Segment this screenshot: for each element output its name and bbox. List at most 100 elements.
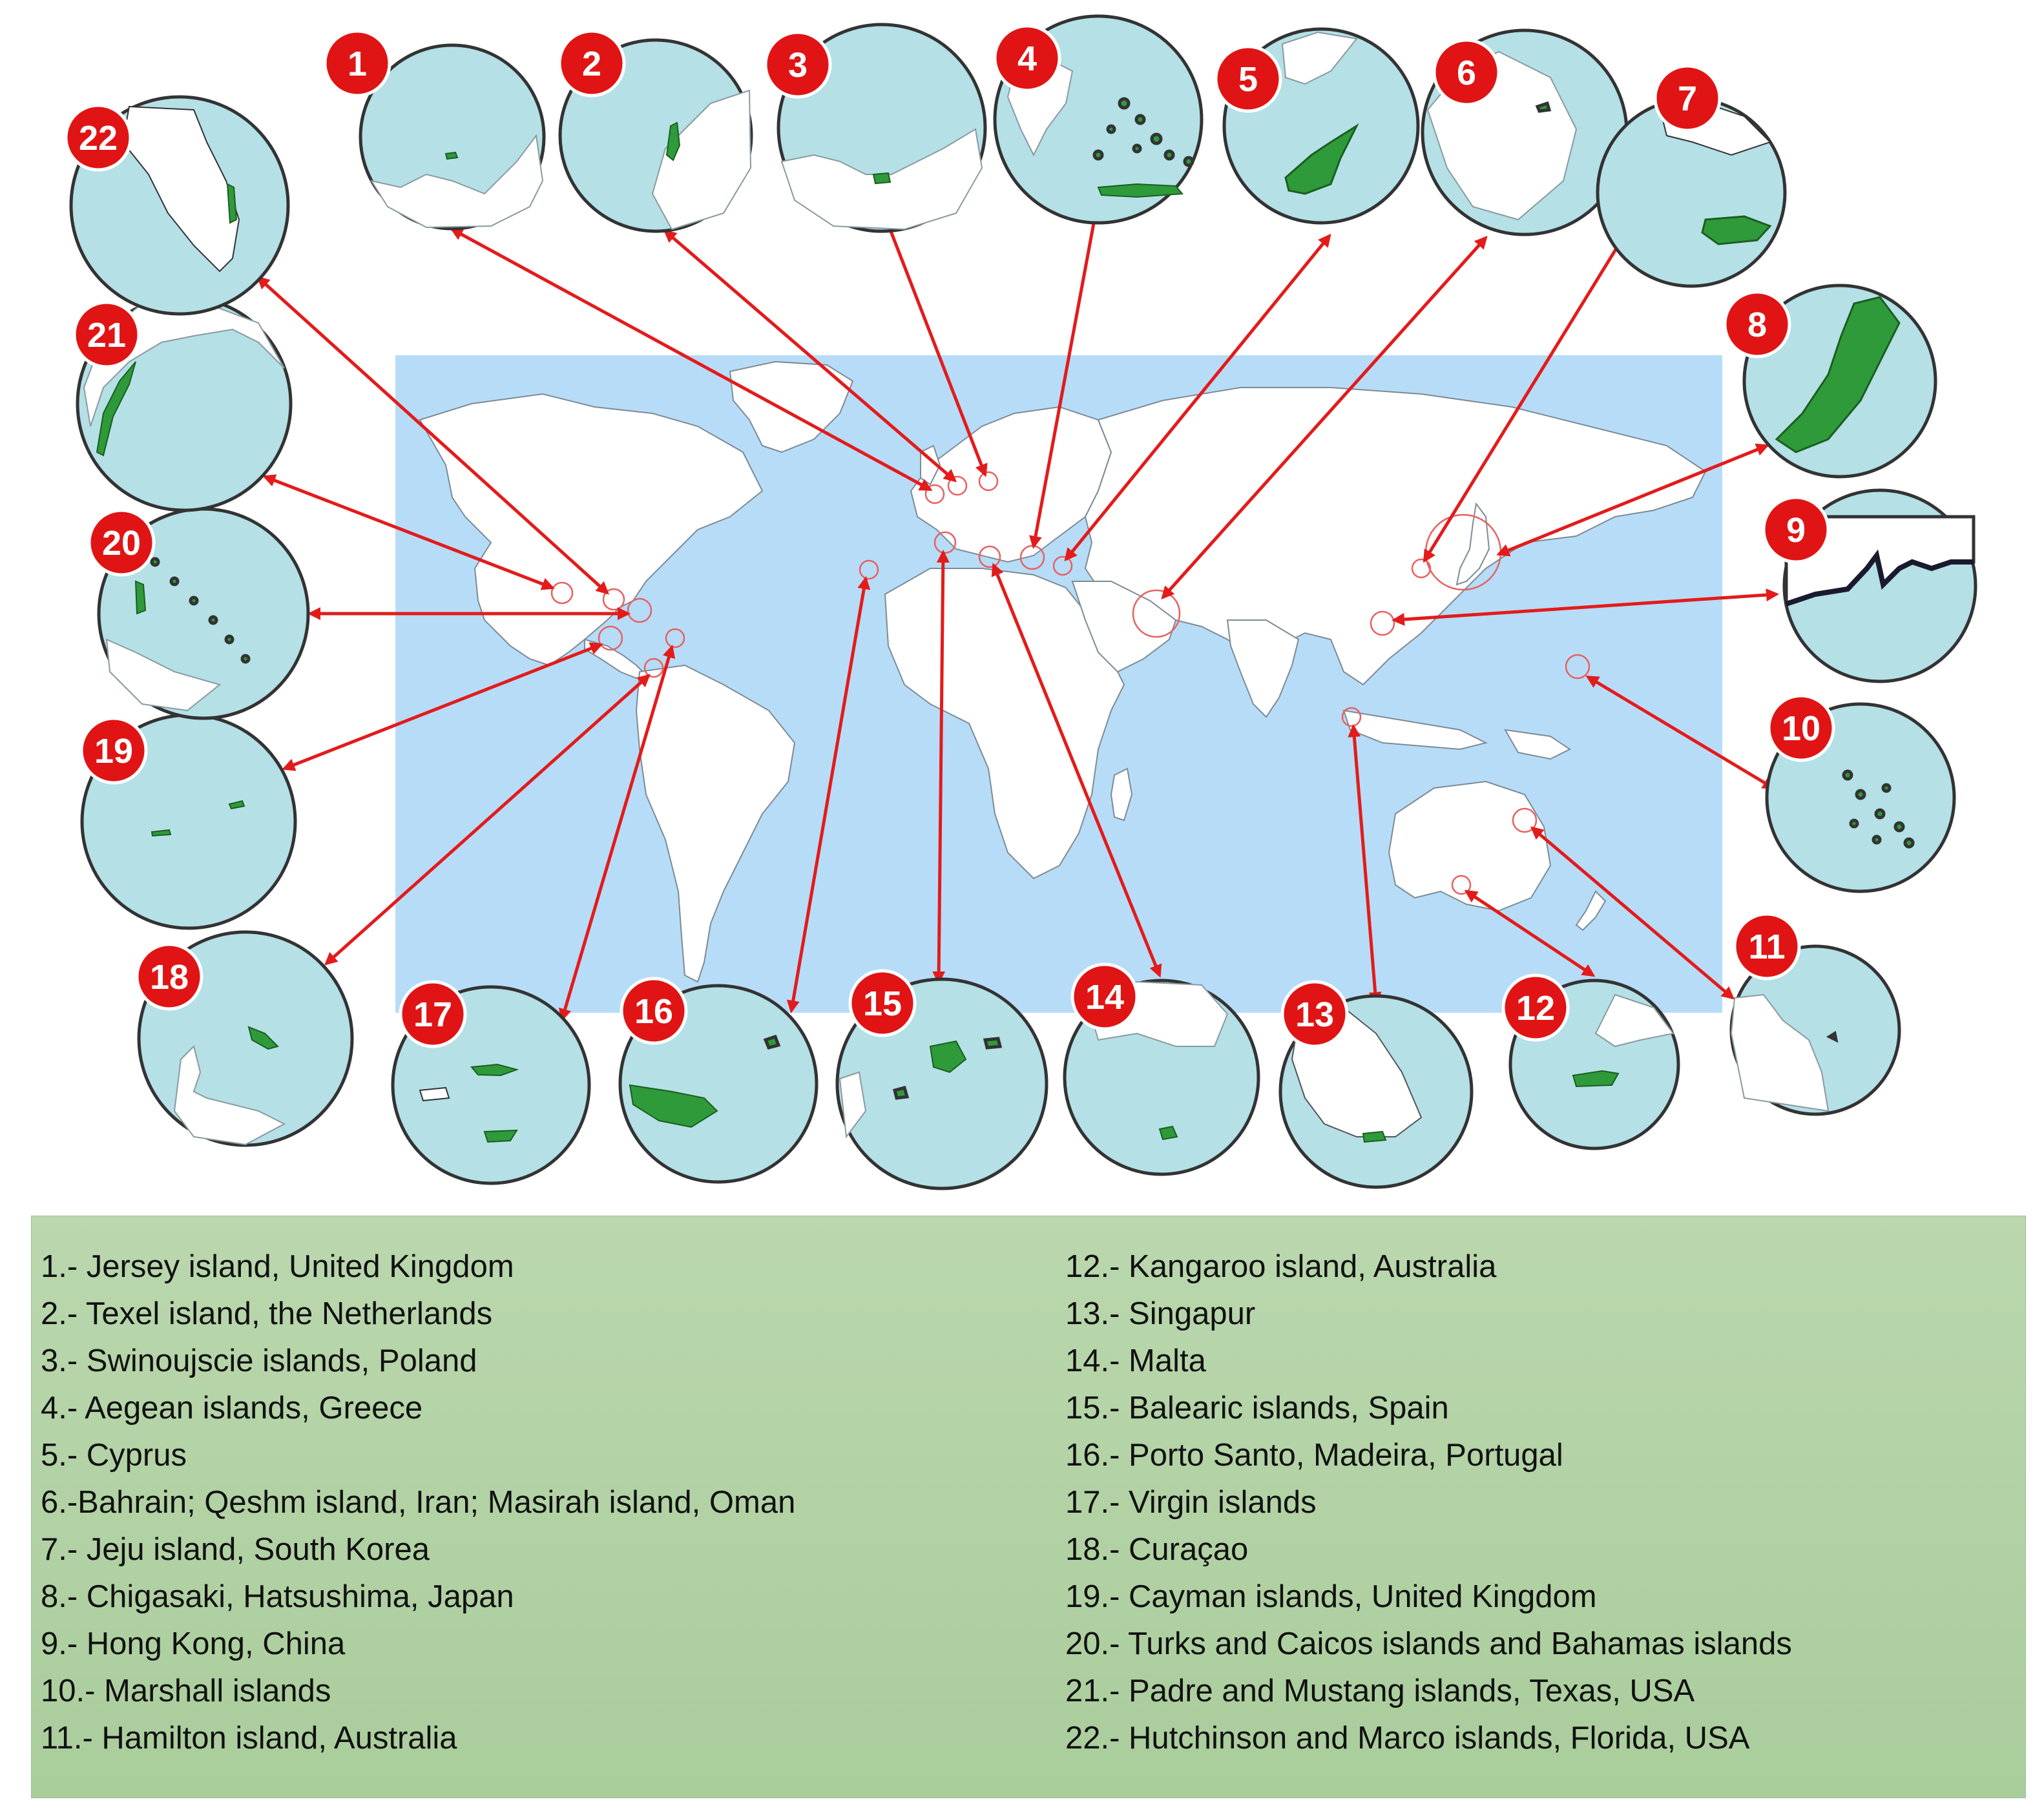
badge-circle [993, 24, 1061, 92]
legend-entry: 8.- Chigasaki, Hatsushima, Japan [41, 1579, 514, 1614]
legend-entry: 2.- Texel island, the Netherlands [41, 1296, 493, 1331]
badge-number: 6 [1457, 54, 1476, 92]
arrow-3 [879, 205, 988, 477]
badge-number: 1 [348, 45, 367, 83]
badge-9: 9 [1762, 495, 1830, 564]
badge-3: 3 [764, 30, 832, 99]
badge-number: 12 [1516, 989, 1555, 1028]
legend-entry: 15.- Balearic islands, Spain [1065, 1391, 1449, 1426]
inset-1 [359, 43, 546, 231]
badge-number: 11 [1748, 928, 1785, 966]
marker-malta [978, 545, 1001, 568]
badge-4: 4 [993, 24, 1061, 92]
badge-6: 6 [1432, 38, 1501, 107]
badge-circle [399, 980, 467, 1048]
land-india [1226, 619, 1300, 718]
badge-number: 17 [413, 995, 452, 1034]
badge-circle [135, 942, 203, 1011]
legend-entry: 3.- Swinoujscie islands, Poland [41, 1343, 477, 1378]
legend-column-left: 1.- Jersey island, United Kingdom 2.- Te… [41, 1243, 795, 1762]
badge-circle [1070, 962, 1139, 1031]
arrow-15 [932, 550, 950, 984]
badge-17: 17 [399, 980, 467, 1048]
legend-entry: 10.- Marshall islands [41, 1674, 331, 1708]
badge-number: 5 [1238, 60, 1258, 99]
badge-12: 12 [1501, 973, 1570, 1042]
badge-circle [64, 103, 132, 172]
badge-18: 18 [135, 942, 203, 1011]
inset-20 [97, 507, 310, 720]
marker-swinoujscie [978, 471, 999, 492]
arrow-19 [282, 642, 603, 771]
legend-entry: 16.- Porto Santo, Madeira, Portugal [1065, 1438, 1563, 1473]
arrow-10 [1585, 675, 1776, 790]
badge-number: 18 [150, 958, 189, 997]
arrow-8 [1496, 443, 1769, 557]
badge-number: 21 [87, 316, 126, 355]
legend-entry: 9.- Hong Kong, China [41, 1626, 346, 1661]
badge-22: 22 [64, 103, 132, 172]
badge-number: 22 [79, 119, 118, 158]
legend-entry: 13.- Singapur [1065, 1296, 1256, 1331]
arrow-9 [1392, 588, 1779, 626]
marker-hamilton [1512, 807, 1538, 833]
legend-entry: 22.- Hutchinson and Marco islands, Flori… [1065, 1721, 1750, 1756]
badge-circle [1214, 45, 1282, 113]
badge-1: 1 [323, 29, 391, 98]
badge-2: 2 [558, 29, 626, 98]
legend: 1.- Jersey island, United Kingdom 2.- Te… [31, 1216, 2026, 1798]
badge-13: 13 [1280, 980, 1349, 1048]
legend-entry: 17.- Virgin islands [1065, 1485, 1317, 1520]
legend-entry: 14.- Malta [1065, 1343, 1206, 1378]
badge-16: 16 [620, 977, 688, 1045]
badge-circle [1280, 980, 1349, 1048]
arrow-16 [786, 576, 871, 1013]
arrow-22 [256, 276, 609, 595]
badge-number: 20 [102, 524, 141, 563]
marker-marshall [1565, 654, 1590, 679]
badge-circle [323, 29, 391, 98]
legend-column-right: 12.- Kangaroo island, Australia 13.- Sin… [1065, 1243, 1792, 1762]
badge-number: 14 [1085, 978, 1124, 1017]
badge-circle [1501, 973, 1570, 1042]
badge-circle [1723, 290, 1791, 358]
badge-circle [1432, 38, 1501, 107]
badge-number: 9 [1786, 511, 1806, 550]
inset-9 [1782, 488, 1977, 683]
legend-entry: 18.- Curaçao [1065, 1532, 1249, 1567]
badge-number: 10 [1782, 709, 1820, 748]
badge-number: 4 [1017, 39, 1037, 78]
badge-14: 14 [1070, 962, 1139, 1031]
badge-5: 5 [1214, 45, 1282, 113]
badge-circle [558, 29, 626, 98]
badge-circle [72, 300, 141, 369]
legend-entry: 21.- Padre and Mustang islands, Texas, U… [1065, 1674, 1695, 1708]
arrows [256, 180, 1779, 1022]
badge-circle [87, 508, 156, 577]
badge-11: 11 [1733, 912, 1801, 980]
badge-circle [1767, 694, 1835, 762]
arrow-13 [1348, 724, 1382, 1005]
badge-10: 10 [1767, 694, 1835, 762]
inset-8 [1742, 284, 1937, 479]
badge-20: 20 [87, 508, 156, 577]
legend-entry: 1.- Jersey island, United Kingdom [41, 1249, 514, 1284]
badge-circle [1733, 912, 1801, 980]
badge-21: 21 [72, 300, 141, 369]
badge-circle [764, 30, 832, 99]
badge-15: 15 [848, 969, 917, 1037]
legend-entry: 12.- Kangaroo island, Australia [1065, 1249, 1497, 1284]
legend-entry: 6.-Bahrain; Qeshm island, Iran; Masirah … [41, 1485, 796, 1520]
legend-entry: 19.- Cayman islands, United Kingdom [1065, 1579, 1597, 1614]
badge-number: 8 [1747, 306, 1767, 344]
arrow-14 [991, 563, 1162, 978]
badge-number: 15 [863, 984, 902, 1023]
badge-19: 19 [79, 716, 148, 785]
inset-11 [1729, 944, 1901, 1116]
badge-circle [1653, 64, 1722, 132]
legend-entry: 20.- Turks and Caicos islands and Bahama… [1065, 1626, 1792, 1661]
marker-kangaroo [1451, 875, 1472, 895]
legend-entry: 5.- Cyprus [41, 1438, 187, 1473]
